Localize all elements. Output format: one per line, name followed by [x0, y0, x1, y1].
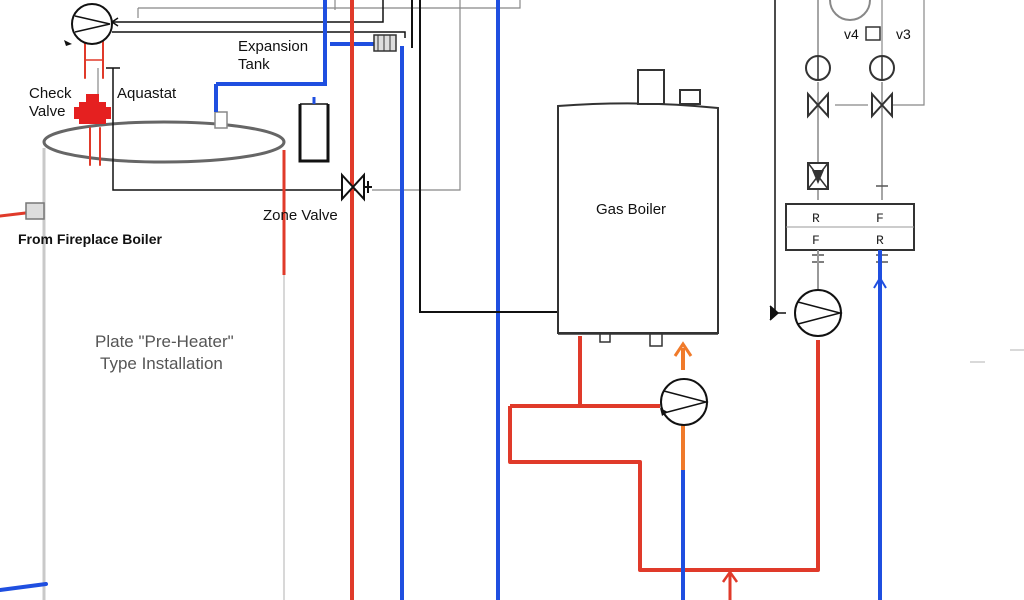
valve-v4-label: v4: [844, 26, 859, 42]
check-valve-label-line2: Valve: [29, 103, 65, 120]
boiler-pump-icon: [660, 378, 709, 426]
branch-check-valve-icon: [807, 162, 829, 190]
gas-boiler: Gas Boiler: [557, 69, 719, 347]
zone-valve-label: Zone Valve: [263, 207, 338, 224]
top-gauge-icon: [829, 0, 871, 21]
pump-control-wires: [111, 0, 406, 38]
branch-control-wire: [769, 0, 786, 321]
expansion-return-pipe: [214, 0, 380, 112]
branch-circulator: [794, 250, 843, 337]
radiant-manifold: R F F R: [785, 203, 915, 251]
aquastat-label: Aquastat: [117, 85, 177, 102]
manifold-right-top: F: [876, 211, 884, 226]
fireplace-boiler-label: From Fireplace Boiler: [18, 231, 162, 247]
manifold-left-bottom: F: [812, 233, 820, 248]
edge-marks: [970, 349, 1024, 363]
expansion-tank-icon: [298, 97, 330, 163]
tank-title-line2: Type Installation: [100, 354, 223, 373]
branch-valve-right-icon: [871, 91, 893, 119]
expansion-tank-label-line2: Tank: [238, 56, 270, 73]
manifold-right-bottom: R: [876, 233, 884, 248]
branch-return-pipe: [873, 250, 887, 600]
zone-valve-icon: [341, 172, 372, 202]
mixing-valve-icon: [373, 34, 397, 52]
main-risers: [282, 0, 500, 600]
fireplace-boiler-piping: [0, 41, 104, 592]
component-labels: Expansion Tank Check Valve Aquastat Zone…: [18, 38, 338, 247]
boiler-circulator: [673, 341, 739, 600]
manifold-left-top: R: [812, 211, 820, 226]
fireplace-connector: [25, 202, 45, 220]
gas-boiler-label: Gas Boiler: [596, 201, 666, 218]
fireplace-pump-icon: [64, 3, 113, 46]
boiler-control-wire: [411, 0, 558, 313]
boiler-supply-loop: [508, 336, 820, 572]
branch-valve-left-icon: [807, 91, 829, 119]
expansion-tank-label-line1: Expansion: [238, 38, 308, 55]
valve-v3-label: v3: [896, 26, 911, 42]
aquastat-wiring: [106, 67, 356, 191]
branch-flow-indicator-left: [805, 55, 831, 81]
aquastat-sensor-icon: [214, 111, 228, 129]
check-valve-label-line1: Check: [29, 85, 72, 102]
control-outline-lines: [97, 0, 925, 191]
branch-flow-indicator-right: [869, 55, 895, 81]
check-valve-icon: [74, 94, 111, 124]
valve-tags: v4 v3: [844, 26, 911, 42]
tank-title-line1: Plate "Pre-Heater": [95, 332, 234, 351]
storage-tank: Plate "Pre-Heater" Type Installation: [42, 120, 286, 600]
